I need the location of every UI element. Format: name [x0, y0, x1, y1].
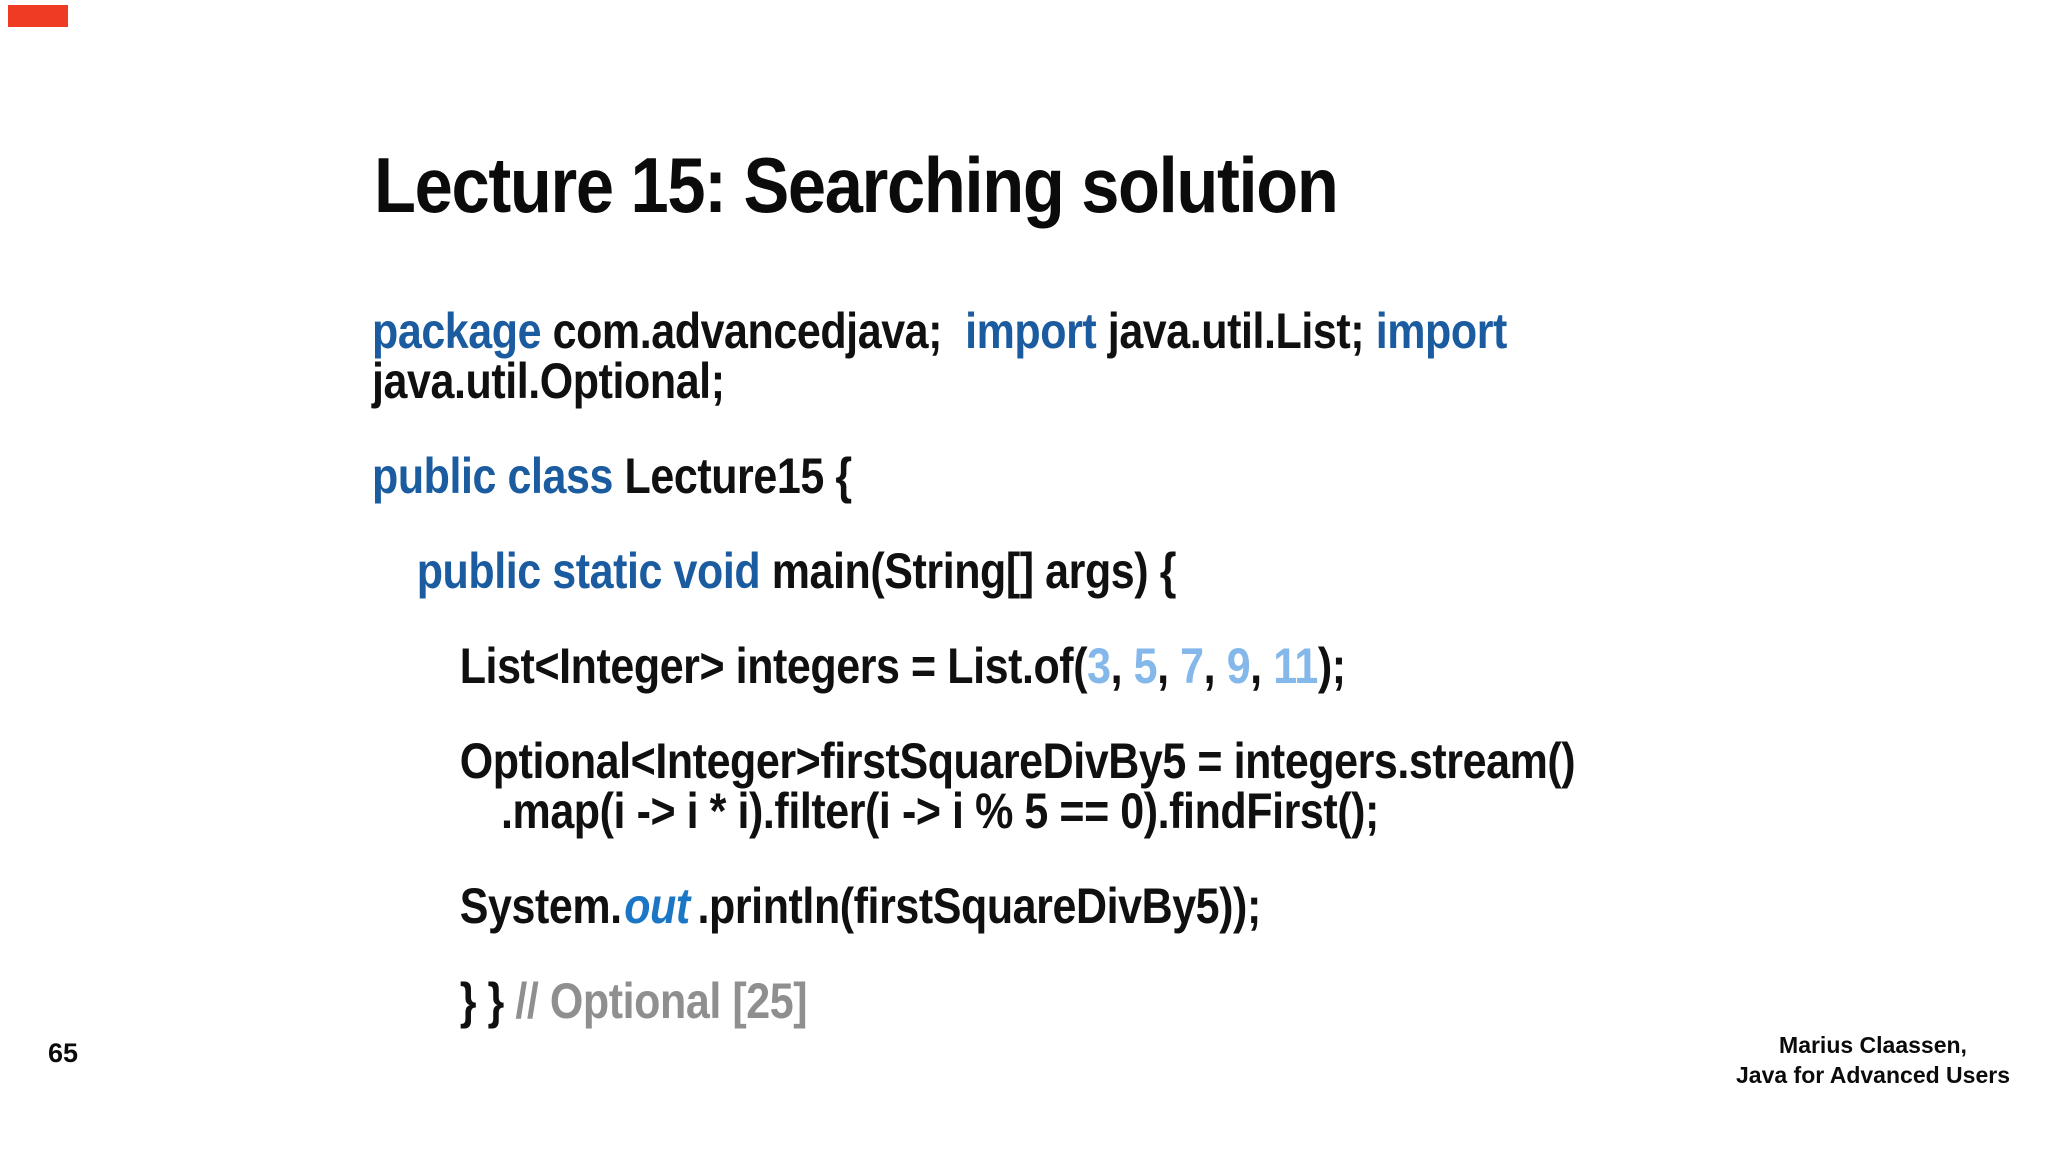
code-line: Optional<Integer>firstSquareDivBy5 = int…: [372, 733, 1576, 789]
code-token-kw: import: [965, 303, 1097, 359]
code-token-cm: // Optional [25]: [515, 973, 808, 1029]
code-line: public static void main(String[] args) {: [372, 546, 1575, 596]
code-token-pl: List<Integer> integers = List.of(: [459, 638, 1088, 694]
record-indicator: [8, 5, 68, 27]
code-token-pl: ,: [1110, 638, 1134, 694]
code-token-pl: Optional<Integer>firstSquareDivBy5 = int…: [459, 733, 1576, 789]
attribution-author: Marius Claassen,: [1779, 1032, 1967, 1058]
code-token-pl: java.util.List;: [1096, 303, 1376, 359]
code-line: List<Integer> integers = List.of(3, 5, 7…: [372, 641, 1575, 691]
attribution-course: Java for Advanced Users: [1735, 1062, 2010, 1088]
code-token-pl: main(String[] args) {: [760, 543, 1177, 599]
code-token-pl: ,: [1157, 638, 1181, 694]
code-line: public class Lecture15 {: [372, 451, 1575, 501]
code-token-pl: com.advancedjava;: [541, 303, 966, 359]
code-token-num: 11: [1273, 638, 1318, 694]
code-token-kw: public static void: [416, 543, 761, 599]
code-token-pl: .println(firstSquareDivBy5));: [697, 878, 1262, 934]
code-token-pl: } }: [459, 973, 516, 1029]
code-token-kw: import: [1375, 303, 1508, 359]
code-token-num: 7: [1180, 638, 1204, 694]
code-line: package com.advancedjava; import java.ut…: [372, 306, 1575, 356]
attribution: Marius Claassen, Java for Advanced Users: [1736, 1030, 2010, 1090]
code-line: .map(i -> i * i).filter(i -> i % 5 == 0)…: [372, 786, 1575, 836]
code-token-kw: public class: [372, 448, 614, 504]
code-token-pl: java.util.Optional;: [372, 353, 725, 409]
code-block: package com.advancedjava; import java.ut…: [372, 306, 1771, 1026]
code-token-num: 9: [1226, 638, 1251, 694]
page-number: 65: [48, 1038, 79, 1068]
code-token-num: 3: [1087, 638, 1111, 694]
code-line: System.out.println(firstSquareDivBy5));: [372, 881, 1575, 931]
code-token-pl: ,: [1250, 638, 1274, 694]
code-token-pl: Lecture15 {: [613, 448, 853, 504]
code-line: java.util.Optional;: [372, 356, 1575, 406]
code-token-pl: System.: [459, 878, 622, 934]
code-token-pl: );: [1317, 638, 1346, 694]
code-token-pl: .map(i -> i * i).filter(i -> i % 5 == 0)…: [501, 783, 1379, 839]
code-token-out: out: [624, 878, 690, 934]
code-token-pl: ,: [1203, 638, 1227, 694]
code-token-kw: package: [372, 303, 542, 359]
code-token-num: 5: [1133, 638, 1158, 694]
code-line: } } // Optional [25]: [372, 976, 1575, 1026]
page-title: Lecture 15: Searching solution: [374, 141, 1339, 229]
